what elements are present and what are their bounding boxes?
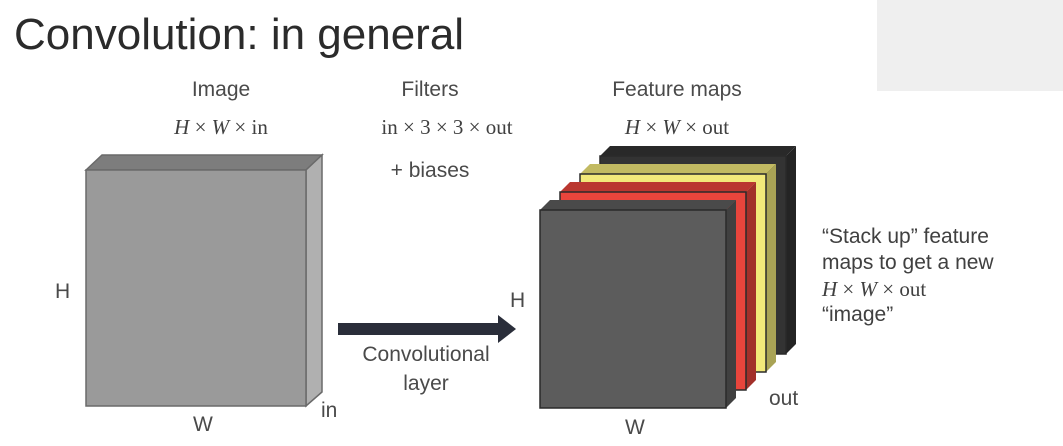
feature-map-top-face	[540, 200, 736, 210]
image-height-label: H	[55, 280, 71, 303]
input-block-side-face	[305, 153, 323, 408]
input-block-top-face	[84, 154, 324, 171]
biases-label: + biases	[390, 159, 470, 182]
feature-map-top-face	[560, 182, 756, 192]
feature-map-side-face	[746, 182, 756, 390]
feature-maps-label: Feature maps	[612, 78, 742, 101]
filters-label: Filters	[401, 78, 459, 101]
note-line-4: “image”	[822, 303, 894, 326]
image-label: Image	[191, 78, 251, 101]
feature-map-top-face	[580, 164, 776, 174]
feature-map-top-face	[600, 146, 796, 156]
conv-layer-label-line2: layer	[403, 372, 449, 395]
stack-up-note: “Stack up” feature maps to get a new H ×…	[822, 224, 994, 328]
feature-map-depth-label: out	[769, 387, 799, 410]
feature-map-height-label: H	[510, 289, 526, 312]
arrow-shaft	[338, 323, 500, 335]
feature-map-side-face	[786, 146, 796, 354]
corner-placeholder-box	[877, 0, 1063, 91]
convolution-arrow	[338, 315, 516, 343]
feature-map-stack	[539, 146, 796, 409]
feature-map-side-face	[766, 164, 776, 372]
feature-map-width-label: W	[625, 416, 645, 439]
image-dims: H × W × in	[174, 115, 268, 139]
slide-title: Convolution: in general	[14, 10, 465, 59]
image-width-label: W	[193, 413, 213, 436]
conv-layer-label-line1: Convolutional	[362, 343, 490, 366]
note-line-2: maps to get a new	[822, 251, 994, 274]
input-image-block	[84, 153, 324, 408]
note-line-1: “Stack up” feature	[822, 225, 989, 248]
feature-map-front-face	[539, 209, 727, 409]
filters-dims: in × 3 × 3 × out	[381, 115, 513, 139]
feature-map-side-face	[726, 200, 736, 408]
image-depth-label: in	[321, 399, 338, 422]
note-line-3-dims: H × W × out	[822, 277, 927, 301]
input-block-front-face	[85, 169, 307, 407]
feature-maps-dims: H × W × out	[624, 115, 730, 139]
arrow-head	[498, 315, 516, 343]
feature-map-layer-gray	[539, 200, 736, 409]
